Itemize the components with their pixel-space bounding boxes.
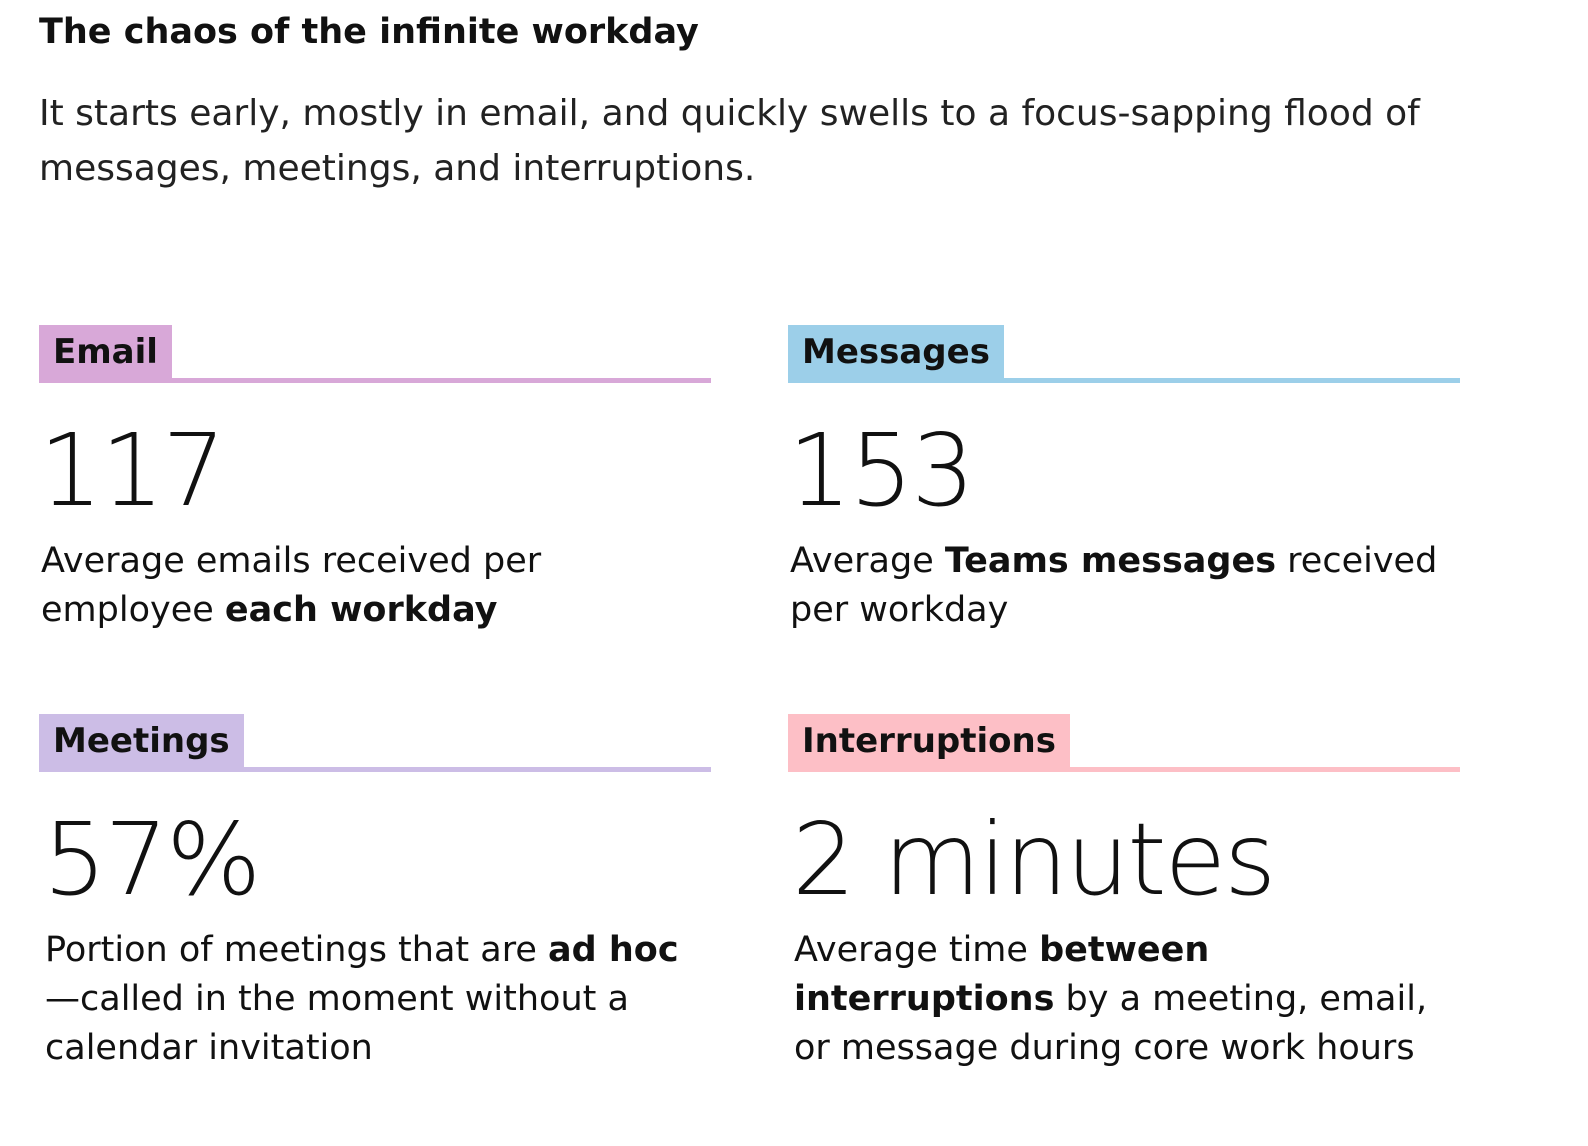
desc-emphasis: between interruptions [794,930,1210,1019]
stat-value: 57% [43,801,261,918]
category-tag: Email [39,325,172,381]
card-header: Email [39,325,711,383]
stat-description: Average time between interruptions by a … [794,926,1454,1073]
desc-text-tail: —called in the moment without a calendar… [45,979,629,1068]
category-tag: Messages [788,325,1004,381]
stat-value: 117 [39,412,226,529]
category-rule [788,767,1460,772]
card-header: Meetings [39,714,711,772]
card-header: Interruptions [788,714,1460,772]
stat-description: Portion of meetings that are ad hoc —call… [45,926,705,1073]
desc-text: Average [790,541,945,581]
category-rule [39,378,711,383]
desc-emphasis: ad hoc [548,930,679,970]
stat-card-interruptions: Interruptions 2 minutes Average time bet… [788,714,1460,1068]
desc-text-tail: received per workday [790,541,1438,630]
stat-description: Average Teams messages received per work… [790,537,1450,635]
desc-text: Average emails received per employee [41,541,542,630]
stat-card-email: Email 117 Average emails received per em… [39,325,711,630]
category-tag: Interruptions [788,714,1070,770]
stat-value: 2 minutes [792,801,1276,918]
category-rule [39,767,711,772]
stat-card-messages: Messages 153 Average Teams messages rece… [788,325,1460,630]
page-title: The chaos of the infinite workday [39,12,699,52]
stat-description: Average emails received per employee eac… [41,537,701,635]
desc-emphasis: each workday [224,590,498,630]
desc-text: Average time [794,930,1040,970]
desc-emphasis: Teams messages [944,541,1277,581]
category-tag: Meetings [39,714,244,770]
desc-text-tail: by a meeting, email, or message during c… [794,979,1428,1068]
category-rule [788,378,1460,383]
card-header: Messages [788,325,1460,383]
stat-card-meetings: Meetings 57% Portion of meetings that ar… [39,714,711,1068]
stat-value: 153 [788,412,975,529]
desc-text: Portion of meetings that are [45,930,548,970]
page-subtitle: It starts early, mostly in email, and qu… [39,93,1420,189]
